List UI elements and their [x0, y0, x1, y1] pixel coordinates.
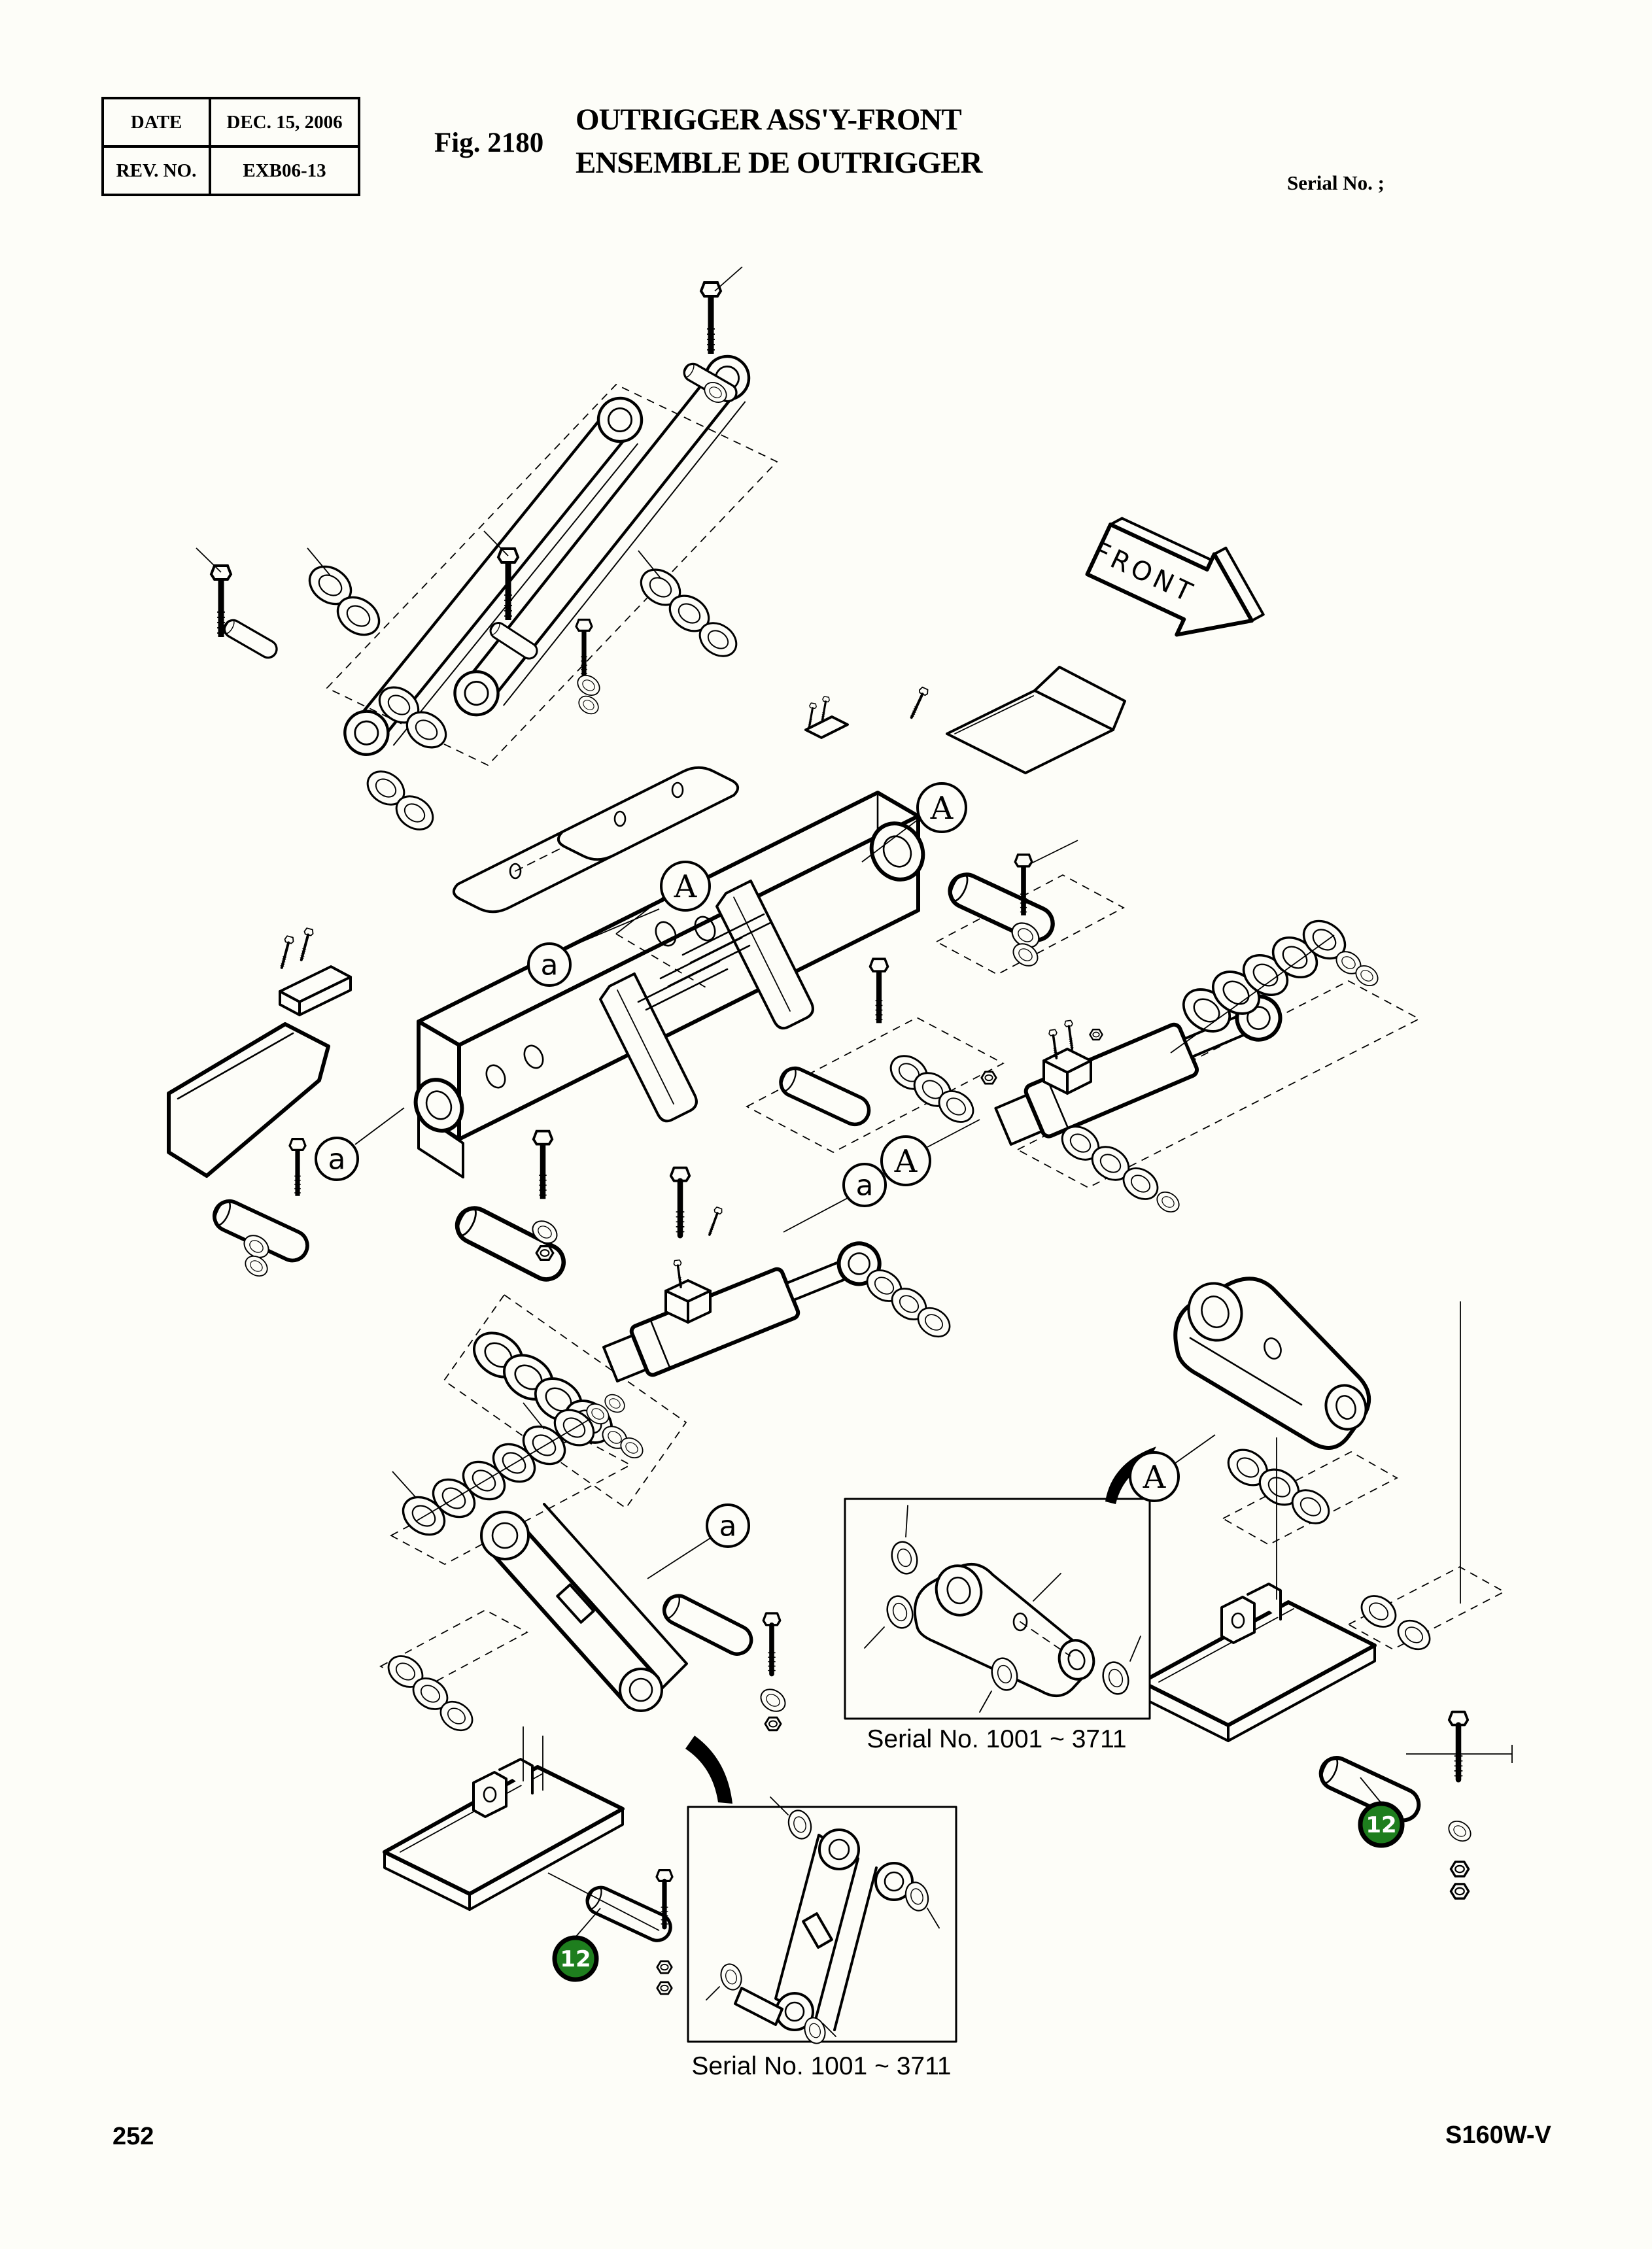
callout-a-2: a — [315, 1137, 359, 1181]
svg-text:A: A — [1143, 1459, 1167, 1496]
date-label: DATE — [101, 97, 211, 148]
svg-text:12: 12 — [1366, 1812, 1396, 1838]
pivot-bracket-right — [1173, 1277, 1436, 1657]
dashed-box-pin-group — [776, 959, 980, 1129]
hydraulic-cylinder-right — [980, 912, 1383, 1217]
callout-A-3: A — [880, 1135, 931, 1186]
part-badge-12-left: 12 — [552, 1935, 599, 1982]
hose-clamp — [804, 695, 849, 739]
valve-block-right — [1042, 1019, 1103, 1095]
svg-text:A: A — [674, 868, 698, 905]
link-frame-left — [381, 1390, 790, 1738]
beam-end-pin-group — [944, 855, 1058, 971]
svg-text:a: a — [541, 948, 559, 982]
svg-text:a: a — [856, 1169, 874, 1202]
revision-table: DATE DEC. 15, 2006 REV. NO. EXB06-13 — [101, 97, 360, 196]
outrigger-pad-left — [383, 1758, 675, 1995]
page-number: 252 — [112, 2123, 154, 2150]
inset-caption-1: Serial No. 1001 ~ 3711 — [867, 1725, 1126, 1753]
inset-box-1: Serial No. 1001 ~ 3711 — [844, 1447, 1156, 1753]
svg-text:a: a — [328, 1142, 346, 1176]
model-code: S160W-V — [1445, 2121, 1551, 2149]
svg-text:12: 12 — [560, 1946, 591, 1972]
part-badge-12-right: 12 — [1358, 1801, 1405, 1848]
callout-a-4: a — [706, 1503, 750, 1548]
date-value: DEC. 15, 2006 — [209, 97, 360, 148]
page-title-en: OUTRIGGER ASS'Y-FRONT — [576, 103, 962, 137]
upper-fasteners — [211, 283, 741, 718]
callout-A-2: A — [660, 861, 711, 912]
inset-caption-2: Serial No. 1001 ~ 3711 — [691, 2052, 951, 2080]
rev-no-value: EXB06-13 — [209, 145, 360, 196]
svg-text:A: A — [894, 1143, 918, 1180]
rev-no-label: REV. NO. — [101, 145, 211, 196]
front-direction-arrow: FRONT — [1085, 517, 1265, 637]
valve-block-center — [664, 1205, 725, 1324]
cover-plates — [804, 666, 1126, 774]
outrigger-pad-right — [1140, 1583, 1475, 1900]
callout-a-1: a — [527, 942, 572, 987]
beam-top-plate-2 — [557, 766, 739, 861]
left-bracket — [173, 928, 352, 1161]
hydraulic-cylinder-center — [464, 1168, 956, 1463]
figure-number: Fig. 2180 — [434, 128, 544, 158]
page-title-fr: ENSEMBLE DE OUTRIGGER — [576, 146, 982, 180]
callout-A-4: A — [1129, 1451, 1180, 1502]
center-pin-group — [451, 1131, 570, 1286]
callout-A-1: A — [916, 782, 967, 833]
callout-a-3: a — [842, 1163, 887, 1207]
svg-text:A: A — [930, 790, 954, 827]
leader-lines — [196, 266, 1513, 1938]
detail-arrow-2 — [685, 1736, 732, 1804]
serial-number-note: Serial No. ; — [1287, 171, 1385, 194]
inset-box-2: Serial No. 1001 ~ 3711 — [685, 1736, 957, 2080]
inset-link-drawing — [706, 1796, 940, 2047]
inset-bracket-drawing — [864, 1505, 1141, 1713]
deflector-plate — [167, 1022, 330, 1178]
svg-text:a: a — [719, 1509, 737, 1543]
